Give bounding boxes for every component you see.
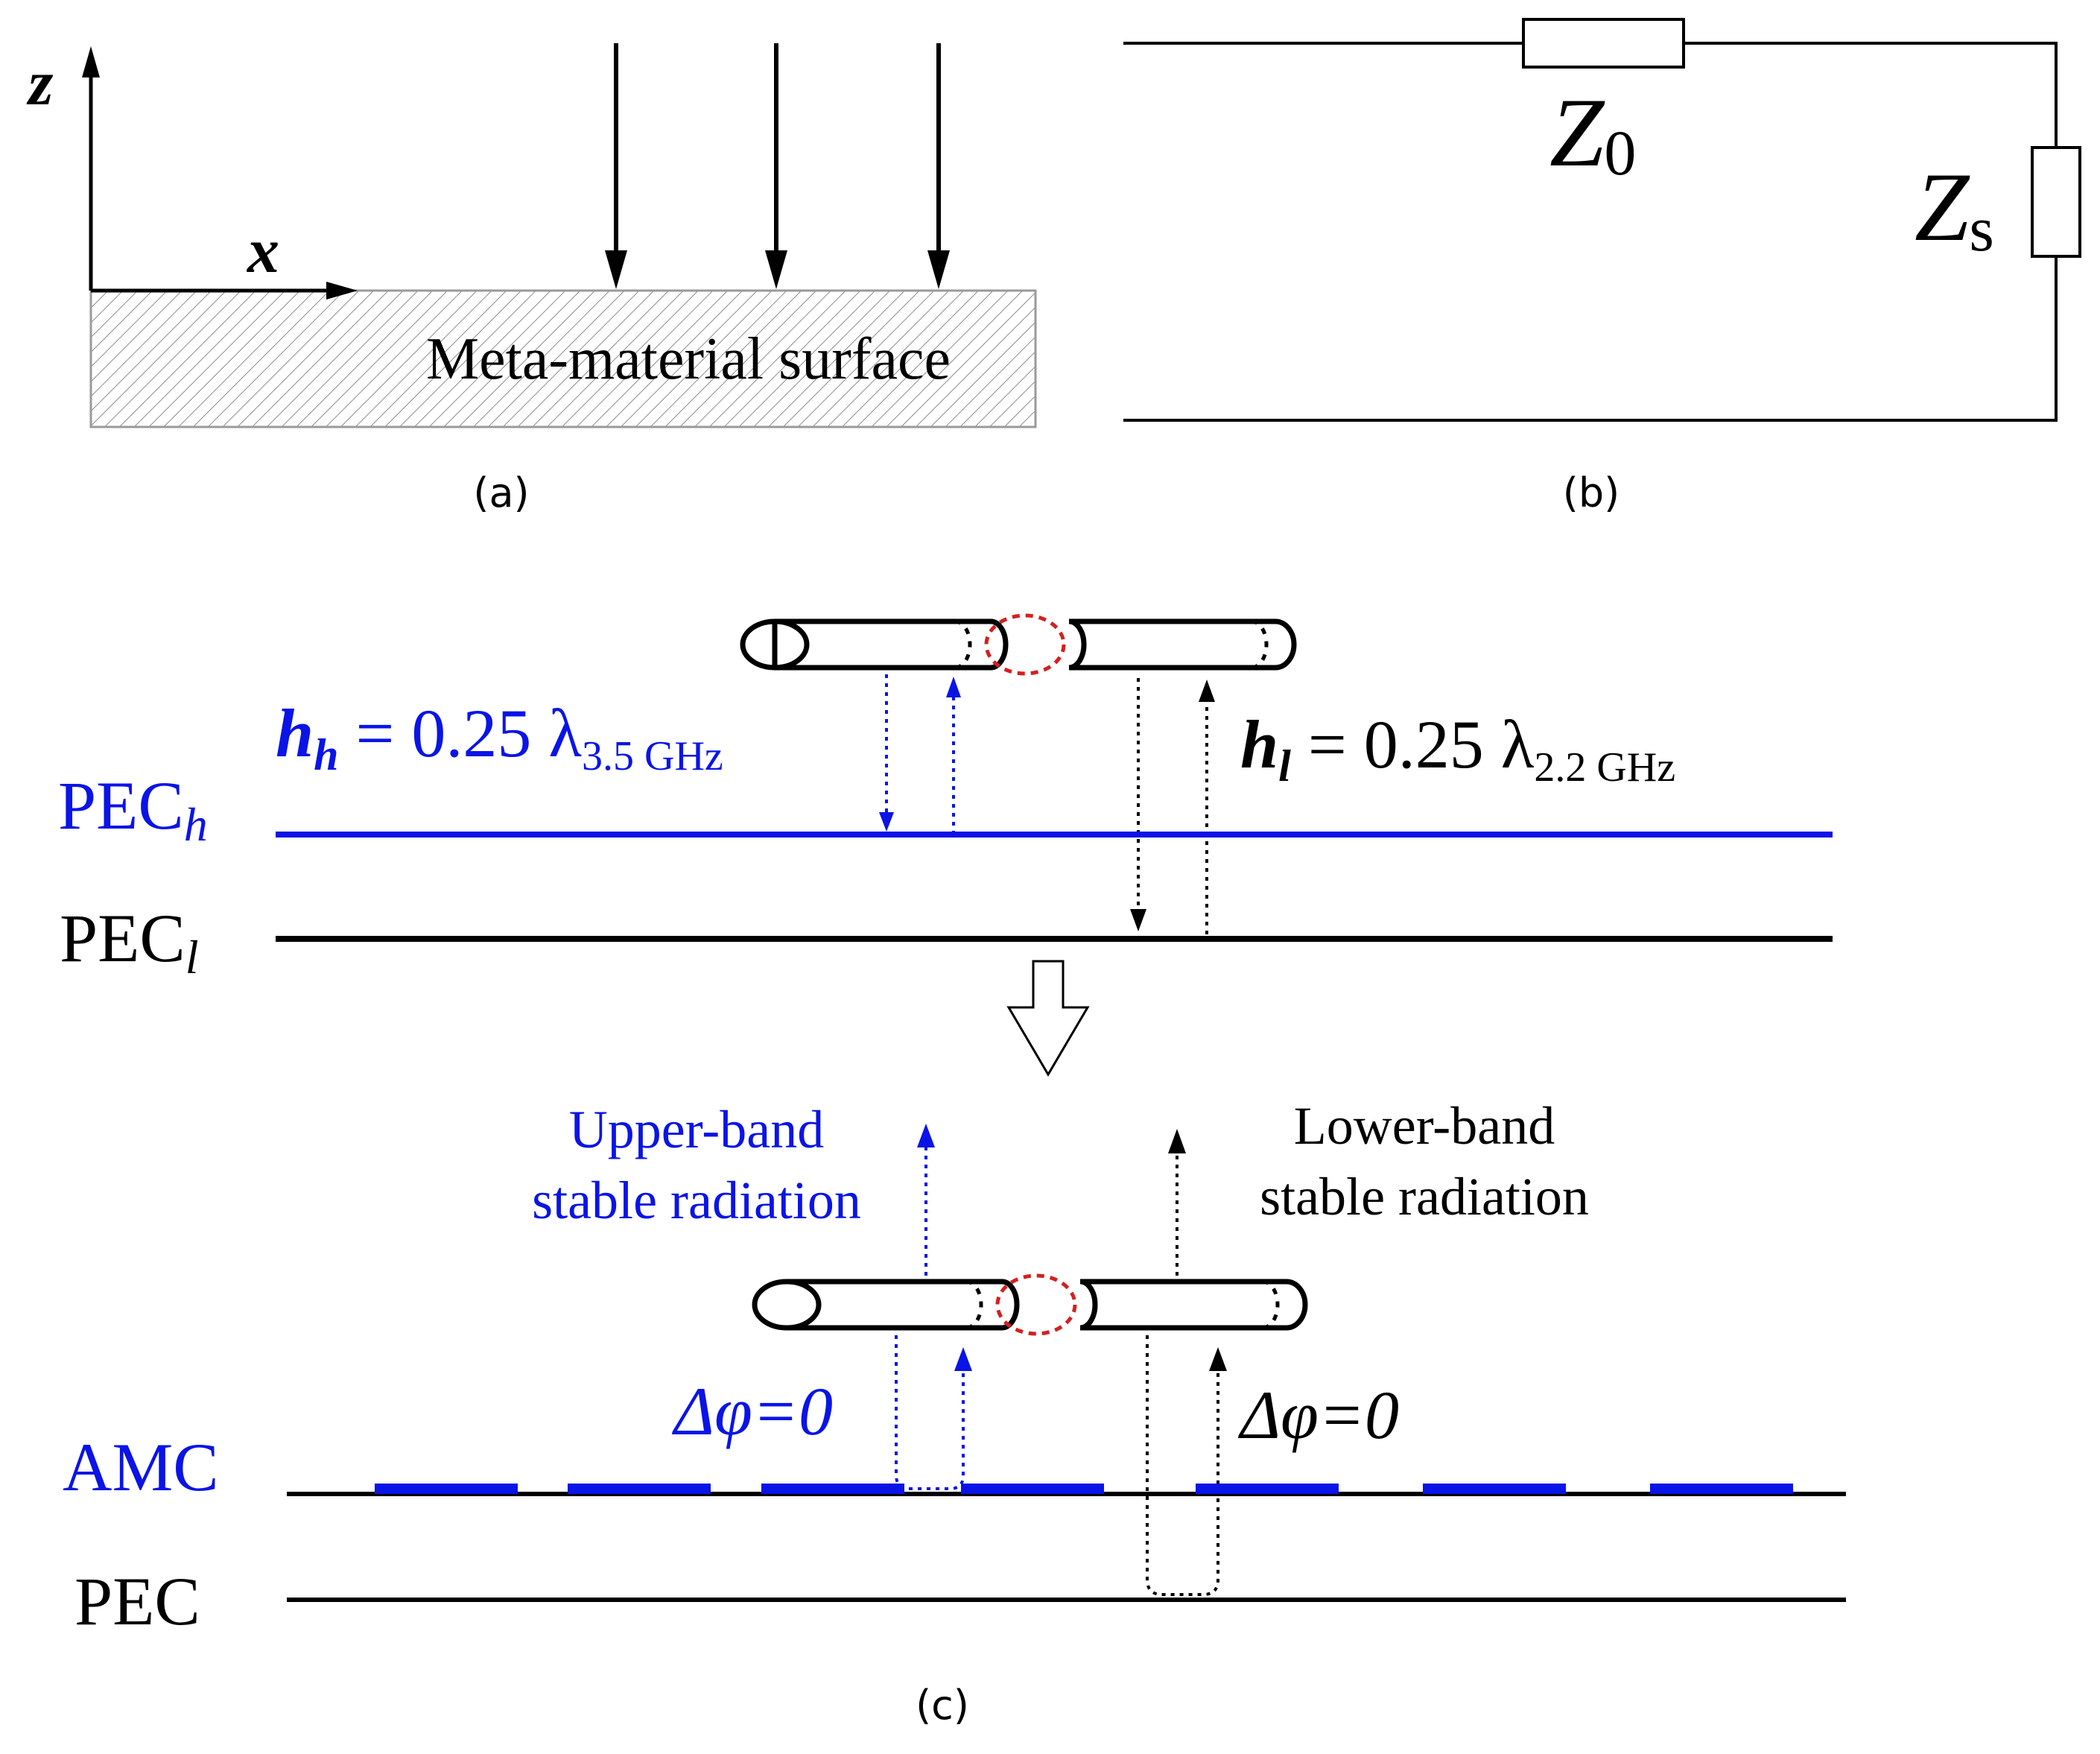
upper-band-reflection-arrowhead [954,1347,972,1371]
zs-label: Zs [1915,152,1994,265]
amc-patch [961,1484,1104,1494]
upper-band-label-line1: Upper-band [569,1100,824,1159]
pech-label: PECh [58,767,208,851]
surface-label: Meta-material surface [426,326,951,392]
incident-arrowhead-3 [927,250,950,289]
hh-arrows [879,674,961,835]
hl-arrows [1130,678,1215,934]
amc-patch [1196,1484,1339,1494]
delta-phi-lower: Δφ=0 [1237,1377,1399,1453]
hh-equation: hh = 0.25 λ3.5 GHz [276,695,723,779]
x-axis-arrowhead [326,282,358,300]
caption-c: (c) [916,1682,969,1729]
amc-patch [568,1484,711,1494]
hl-equation: hl = 0.25 λ2.2 GHz [1240,706,1675,791]
lower-band-label-line2: stable radiation [1260,1167,1589,1226]
circuit-bottom-wire [1123,256,2058,422]
lower-radiation-arrowhead [1168,1129,1186,1153]
panel-c: hh = 0.25 λ3.5 GHz hl = 0.25 λ2.2 GHz PE… [58,613,1846,1729]
zs-resistor [2031,146,2081,258]
z-axis-label: z [26,47,54,118]
hh-up-arrowhead [946,677,961,697]
z0-label: Z0 [1549,77,1636,189]
amc-patch [1423,1484,1566,1494]
upper-band-reflection-path [895,1335,965,1490]
incident-arrowhead-1 [605,250,627,289]
meta-material-surface-block [89,289,1037,428]
hl-down-arrowhead [1130,909,1146,931]
feed-gap-top [984,613,1066,676]
dipole-antenna-top [740,613,1297,676]
incident-wave-arrows [605,43,950,289]
hl-up-arrowhead [1199,680,1215,702]
lower-band-reflection-arrowhead [1209,1347,1227,1371]
z-axis-arrowhead [82,46,100,77]
hh-down-arrowhead [879,812,894,832]
amc-label: AMC [63,1429,219,1505]
circuit-top-right-wire [1684,42,2058,148]
panel-b: Z0 Zs (b) [1123,18,2081,516]
z0-resistor [1522,18,1685,69]
amc-patches [375,1484,1793,1494]
lower-band-reflection-path [1146,1335,1219,1596]
x-axis-label: x [246,215,279,286]
upper-radiation-arrowhead [917,1124,935,1147]
dipole-antenna-bottom [752,1273,1308,1336]
amc-patch [1650,1484,1793,1494]
upper-band-label-line2: stable radiation [532,1171,861,1230]
panel-a: z x Meta-material surface (a) [26,43,1037,516]
feed-gap-bottom [995,1273,1077,1336]
transform-arrow [1006,960,1090,1077]
lower-band-label-line1: Lower-band [1294,1096,1555,1156]
pec-label: PEC [74,1563,200,1639]
delta-phi-upper: Δφ=0 [671,1373,833,1449]
caption-a: (a) [473,469,529,516]
pecl-label: PECl [60,900,199,984]
caption-b: (b) [1563,469,1620,516]
amc-patch [375,1484,518,1494]
incident-arrowhead-2 [765,250,787,289]
amc-patch [761,1484,904,1494]
